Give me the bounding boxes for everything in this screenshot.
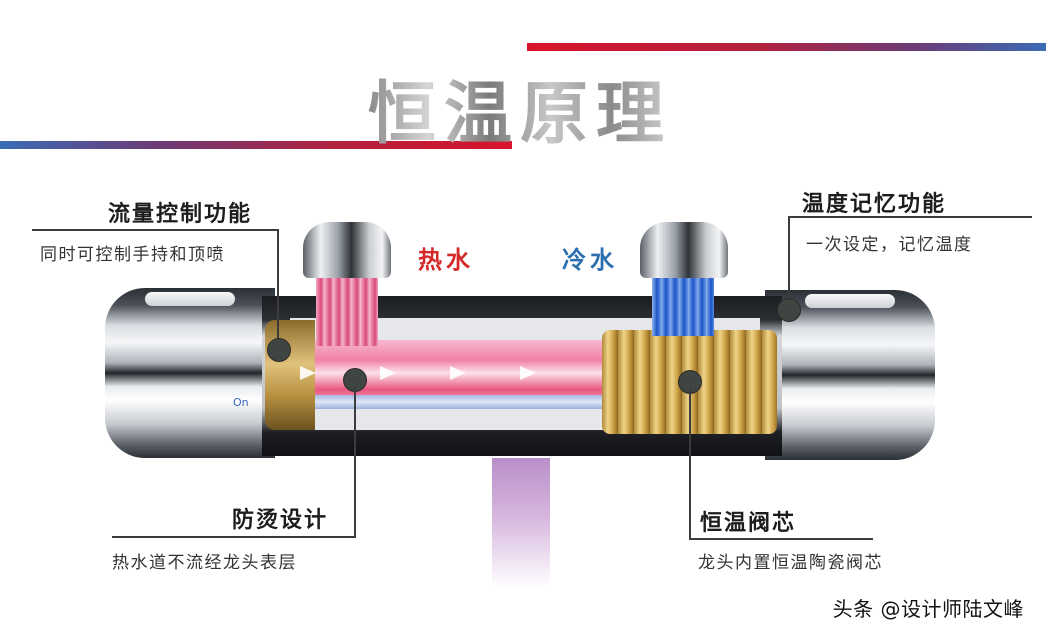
callout-desc-flow-control: 同时可控制手持和顶喷: [40, 245, 225, 265]
callout-line: [788, 216, 1032, 218]
callout-line: [32, 229, 278, 231]
hot-inlet-stem: [316, 276, 378, 346]
callout-desc-anti-scald: 热水道不流经龙头表层: [112, 553, 297, 573]
callout-marker: [267, 338, 291, 362]
flow-arrow-icon: [450, 366, 466, 380]
flow-arrow-icon: [380, 366, 396, 380]
outlet-pipe: [492, 458, 550, 588]
on-marking: On: [233, 396, 249, 409]
callout-desc-temperature-memory: 一次设定，记忆温度: [806, 235, 973, 255]
watermark: 头条 @设计师陆文峰: [832, 597, 1024, 621]
cold-inlet-cap: [640, 222, 728, 278]
callout-heading-temperature-memory: 温度记忆功能: [802, 192, 947, 217]
hot-water-label: 热水: [418, 246, 474, 274]
cold-water-channel: [310, 395, 640, 409]
page-title: 恒温原理: [368, 58, 672, 157]
callout-heading-thermostatic-cartridge: 恒温阀芯: [700, 511, 797, 536]
callout-line: [689, 538, 873, 540]
callout-line: [112, 536, 356, 538]
hot-inlet-cap: [303, 222, 391, 278]
handle-grip-slot: [145, 292, 235, 306]
callout-line: [277, 229, 279, 346]
handle-grip-slot: [805, 294, 895, 308]
callout-line: [689, 388, 691, 539]
callout-heading-anti-scald: 防烫设计: [232, 508, 329, 533]
callout-marker: [777, 298, 801, 322]
cold-inlet-stem: [652, 276, 714, 336]
header-gradient-bar-bottom: [0, 141, 512, 149]
header-gradient-bar-top: [527, 43, 1046, 51]
callout-line: [354, 385, 356, 537]
callout-desc-thermostatic-cartridge: 龙头内置恒温陶瓷阀芯: [698, 553, 883, 573]
flow-arrow-icon: [300, 366, 316, 380]
callout-heading-flow-control: 流量控制功能: [108, 202, 253, 227]
callout-line: [788, 216, 790, 306]
valve-left-handle: On: [105, 288, 275, 458]
flow-arrow-icon: [520, 366, 536, 380]
cold-water-label: 冷水: [562, 246, 618, 274]
